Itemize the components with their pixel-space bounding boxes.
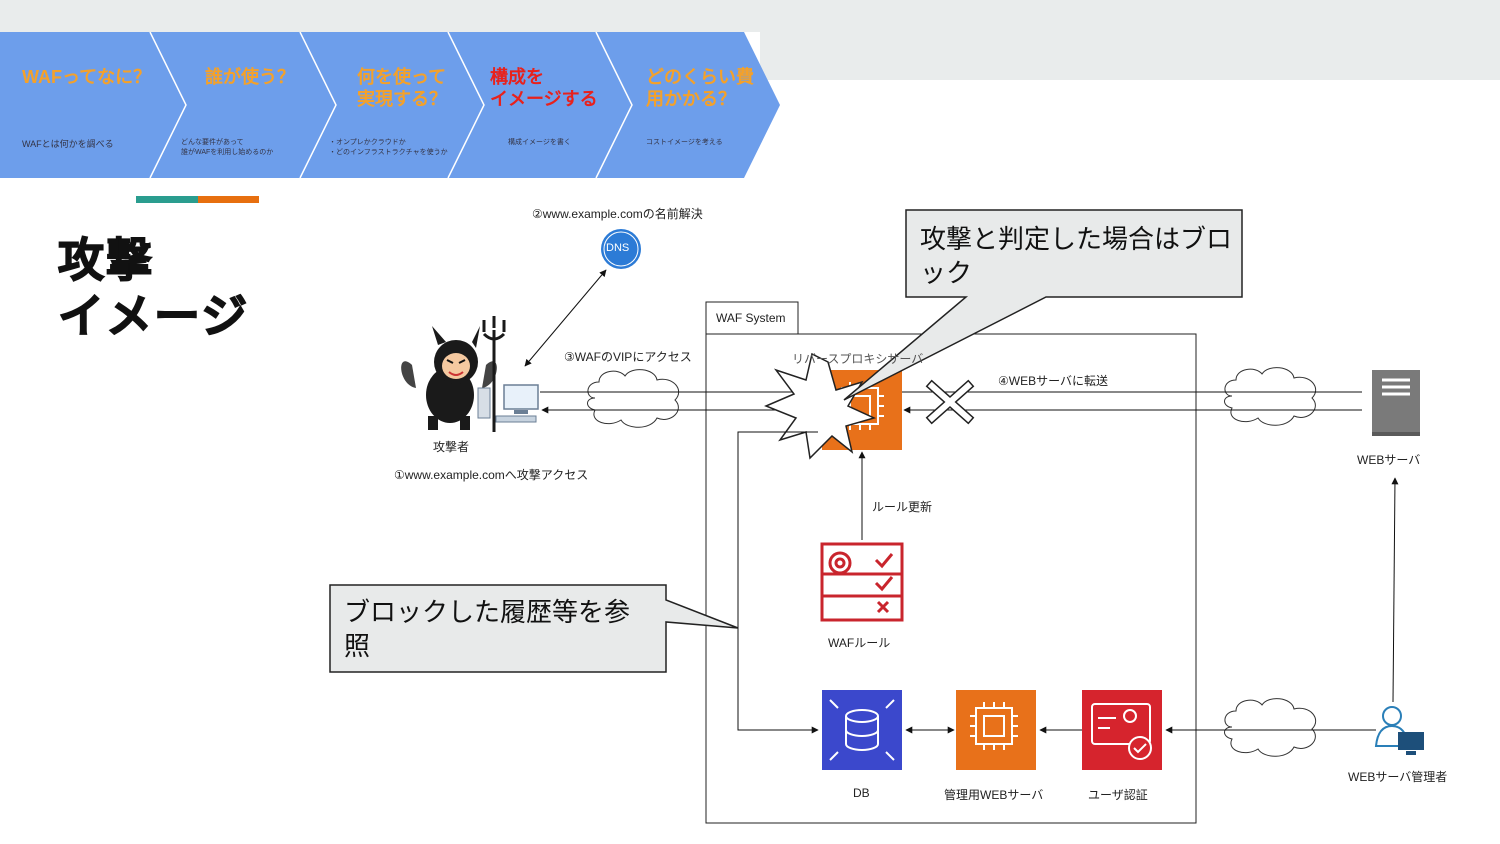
internet-cloud-right [1224,367,1317,426]
step-chevron-4[interactable] [448,32,632,178]
step-2-title: 誰が使う？ [205,67,295,87]
top-band-right [760,32,1500,80]
attacker-devil-icon [401,316,506,432]
admin-web-server-icon [956,690,1036,770]
web-server-label: WEBサーバ [1357,453,1421,467]
step-1-title: WAFってなに？ [22,67,152,87]
process-steps [0,32,780,179]
dns-icon [601,229,641,269]
dns-arrow [524,269,607,367]
db-icon [822,690,902,770]
step-3-desc: ・オンプレかクラウドか ・どのインフラストラクチャを使うか [329,139,448,156]
waf-system-tab [705,301,799,335]
user-auth-label: ユーザ認証 [1088,788,1148,802]
attacker-pc-icon [477,384,539,423]
waf-rule-label: WAFルール [828,636,891,650]
internet-cloud-admin [1224,698,1317,757]
rule-update-label: ルール更新 [872,500,933,514]
step-chevron-1[interactable] [0,32,186,178]
waf-rule-icon [820,542,904,622]
reverse-proxy-label: リバースプロキシサーバ [792,352,924,366]
accent-bar-orange [198,196,259,203]
callout-block-shape [843,209,1243,401]
admin-web-server-label: 管理用WEBサーバ [944,788,1044,802]
web-admin-user-icon [1374,706,1424,755]
step-5-title: どのくらい費 用かかる？ [646,67,754,109]
internet-cloud-left [587,369,680,428]
page-heading: 攻撃 イメージ [57,232,250,344]
db-label: DB [853,786,870,800]
web-admin-label: WEBサーバ管理者 [1348,770,1448,784]
attack-step-label: ①www.example.comへ攻撃アクセス [394,468,589,482]
waf-system-label: WAF System [716,311,786,325]
dns-icon-label: DNS [606,242,630,254]
step-chevron-3[interactable] [300,32,484,178]
callout-history-shape [329,584,739,673]
step-dividers [149,32,633,179]
forward-step-label: ④WEBサーバに転送 [998,374,1108,388]
step-5-desc: コストイメージを考える [646,139,723,146]
step-1-desc: WAFとは何かを調べる [22,139,114,149]
user-auth-icon [1082,690,1162,770]
dns-step-label: ②www.example.comの名前解決 [532,207,703,221]
step-chevron-2[interactable] [150,32,336,178]
step-3-title: 何を使って 実現する？ [357,67,447,109]
web-server-icon [1372,370,1420,436]
step-2-desc: どんな要件があって 誰がWAFを利用し始めるのか [181,139,274,156]
vip-step-label: ③WAFのVIPにアクセス [564,350,692,364]
callout-block-text: 攻撃と判定した場合はブロック [920,224,1233,288]
step-4-title: 構成を イメージする [490,67,598,109]
history-line [737,431,819,734]
admin-webserver-arrow [1391,477,1399,703]
step-4-desc: 構成イメージを書く [508,139,571,146]
heading-line-2: イメージ [57,289,250,343]
callout-history-text: ブロックした履歴等を参照 [344,597,631,661]
blocked-x-icon [925,379,975,425]
accent-bar-teal [136,196,198,203]
top-band [0,0,1500,32]
heading-line-1: 攻撃 [57,233,154,287]
step-chevron-5[interactable] [596,32,780,178]
attacker-label: 攻撃者 [433,440,470,454]
